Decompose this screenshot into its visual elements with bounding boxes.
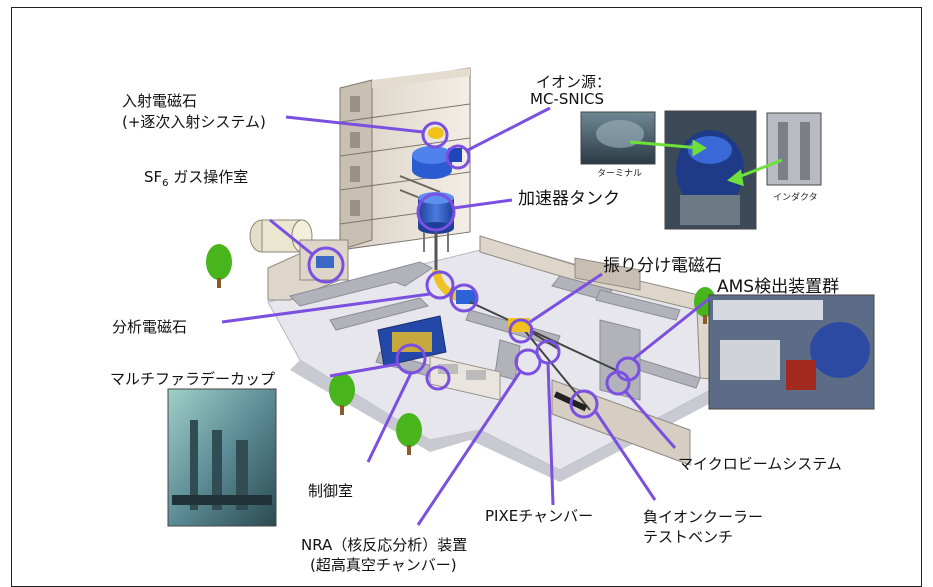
- label-microbeam-system: マイクロビームシステム: [678, 455, 842, 473]
- label-sf6-room: SF6 ガス操作室: [144, 168, 248, 193]
- tree: [206, 244, 232, 288]
- label-injection-magnet-2: (+逐次入射システム): [122, 113, 266, 131]
- label-switching-magnet: 振り分け電磁石: [603, 256, 722, 276]
- label-pixe-chamber: PIXEチャンバー: [485, 507, 594, 525]
- label-control-room: 制御室: [308, 482, 354, 500]
- label-nra-2: (超高真空チャンバー): [310, 556, 457, 574]
- photo-terminal: [580, 111, 656, 165]
- photo-ams: [708, 294, 875, 410]
- sf6-suffix-text: ガス操作室: [168, 168, 249, 186]
- caption-inductor: インダクタ: [773, 193, 818, 203]
- tree: [396, 413, 422, 455]
- sf6-text: SF: [144, 168, 163, 186]
- label-ion-source-1: イオン源：: [536, 73, 612, 91]
- label-ion-cooler-1: 負イオンクーラー: [643, 508, 764, 526]
- photo-tank-interior: [664, 110, 757, 230]
- tree: [329, 373, 355, 415]
- photo-inductor: [766, 112, 822, 186]
- label-nra-1: NRA（核反応分析）装置: [301, 536, 468, 554]
- label-injection-magnet-1: 入射電磁石: [122, 92, 198, 110]
- label-ion-source-2: MC-SNICS: [530, 90, 604, 108]
- callouts: [221, 106, 711, 526]
- label-multi-faraday-cup: マルチファラデーカップ: [110, 370, 276, 388]
- photo-arrows: [629, 139, 783, 187]
- sf6-subscript: 6: [162, 178, 169, 189]
- label-ion-cooler-2: テストベンチ: [643, 528, 734, 546]
- label-ams-detectors: AMS検出装置群: [717, 277, 840, 297]
- photo-beamline-hall: [167, 388, 277, 527]
- label-accelerator-tank: 加速器タンク: [518, 189, 620, 209]
- caption-terminal: ターミナル: [597, 169, 643, 179]
- label-analyzing-magnet: 分析電磁石: [112, 318, 188, 336]
- ion-source-equipment: [412, 127, 462, 179]
